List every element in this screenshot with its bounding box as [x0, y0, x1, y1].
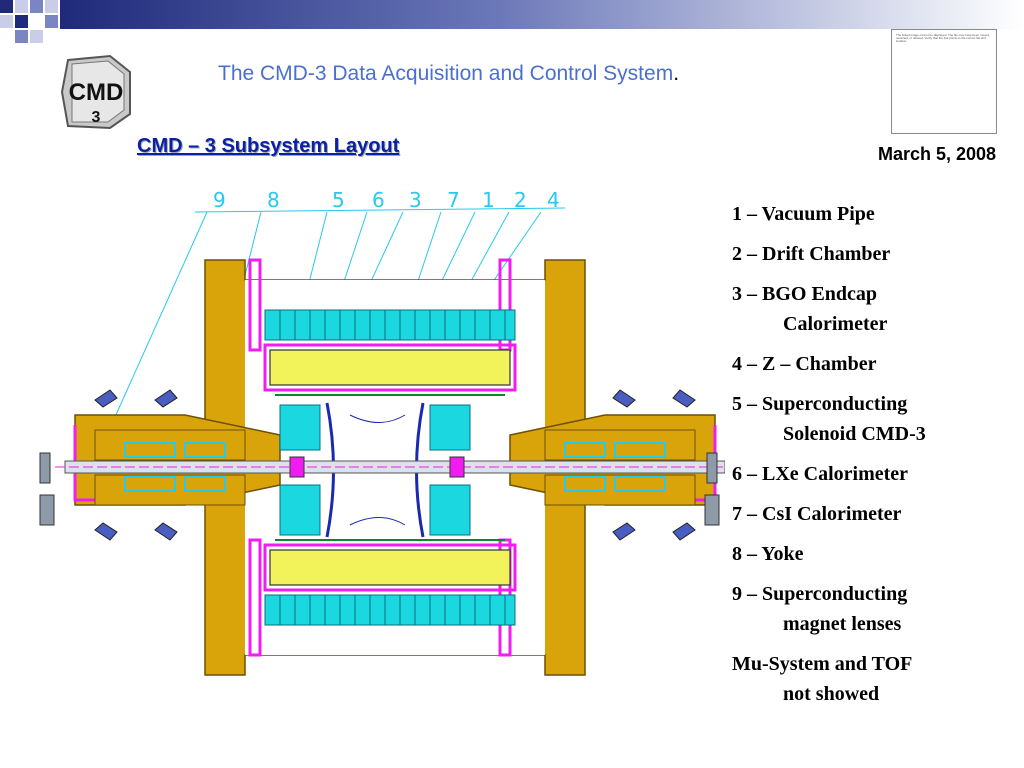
callout-4: 4	[547, 188, 560, 212]
callout-5: 5	[332, 188, 345, 212]
callout-3: 3	[409, 188, 422, 212]
legend-item: 4 – Z – Chamber	[732, 353, 877, 375]
lxe-calorimeter	[269, 349, 511, 586]
csi-dividers	[279, 310, 506, 625]
page-title: The CMD-3 Data Acquisition and Control S…	[218, 62, 680, 85]
component-legend: 1 – Vacuum Pipe 2 – Drift Chamber 3 – BG…	[732, 199, 1022, 719]
csi-calorimeter	[264, 309, 516, 626]
broken-image-placeholder: The linked image cannot be displayed. Th…	[891, 29, 997, 134]
lens-coils	[124, 442, 666, 492]
support-arms	[94, 389, 696, 541]
cmd3-logo: CMD 3	[60, 54, 131, 130]
callout-6: 6	[372, 188, 385, 212]
callout-9: 9	[213, 188, 226, 212]
broken-image-text: The linked image cannot be displayed. Th…	[896, 33, 990, 43]
end-flanges	[39, 452, 720, 526]
vacuum-pipe	[55, 456, 725, 478]
header-decoration	[0, 0, 1024, 43]
callout-7: 7	[447, 188, 460, 212]
callout-8: 8	[267, 188, 280, 212]
legend-item: 1 – Vacuum Pipe	[732, 203, 875, 225]
svg-text:3: 3	[92, 109, 101, 126]
date-label: March 5, 2008	[878, 144, 997, 164]
legend-item: 7 – CsI Calorimeter	[732, 503, 902, 525]
bgo-endcap	[279, 404, 471, 536]
callout-2: 2	[514, 188, 527, 212]
diagram-subtitle: CMD – 3 Subsystem Layout	[137, 135, 400, 157]
solenoid	[275, 394, 505, 541]
legend-item: 6 – LXe Calorimeter	[732, 463, 909, 485]
detector-layout-diagram: 9 8 5 6 3 7 1 2 4	[39, 188, 725, 676]
callout-numbers: 9 8 5 6 3 7 1 2 4	[213, 188, 560, 212]
legend-item: 8 – Yoke	[732, 543, 804, 565]
callout-1: 1	[482, 188, 495, 212]
legend-item: 2 – Drift Chamber	[732, 243, 891, 265]
svg-text:CMD: CMD	[69, 79, 124, 106]
